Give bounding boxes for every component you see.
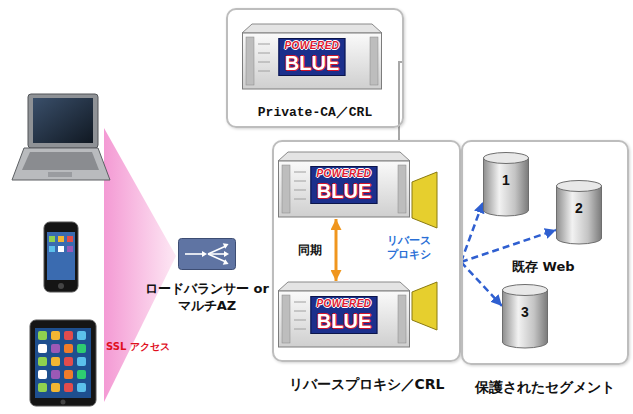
logo-text: BLUE: [285, 52, 339, 74]
logo-text: BLUE: [317, 310, 371, 332]
group-label: Private-CA／CRL: [228, 103, 402, 121]
server-group: POWEREDBLUE Private-CA／CRL: [226, 8, 404, 128]
web-server-cylinder: 2: [556, 180, 602, 244]
smartphone-icon: [44, 222, 78, 292]
product-logo: POWEREDBLUE: [278, 38, 345, 76]
network-segment: 123保護されたセグメント: [461, 140, 629, 365]
group-label: リバースプロキシ／CRL: [274, 376, 459, 394]
callout-number: 3: [502, 304, 548, 320]
logo-text: POWERED: [284, 40, 339, 52]
server-unit: POWEREDBLUE: [242, 24, 382, 90]
group-caption: 既存 Web: [510, 258, 577, 276]
web-server-cylinder: 3: [502, 284, 548, 348]
connector: [461, 202, 483, 262]
load-balancer: ロードバランサー or マルチAZ: [178, 238, 236, 270]
callout-number: 2: [556, 200, 602, 216]
logo-text: BLUE: [317, 180, 371, 202]
proxy-port: [412, 282, 437, 330]
server-unit: POWEREDBLUE: [278, 282, 410, 348]
callout-number: 1: [483, 172, 529, 188]
access-beam: [104, 128, 176, 402]
laptop-icon: [12, 94, 110, 180]
server-unit: POWEREDBLUE: [278, 152, 410, 218]
logo-text: POWERED: [316, 168, 371, 180]
product-logo: POWEREDBLUE: [310, 296, 377, 334]
function-label: リバース プロキシ: [380, 234, 438, 262]
group-label: 保護されたセグメント: [463, 379, 627, 397]
device-label: ロードバランサー or マルチAZ: [141, 280, 273, 314]
tablet-icon: [30, 320, 96, 406]
connector-label: 同期: [296, 242, 324, 259]
protocol-label: SSL アクセス: [106, 340, 170, 354]
web-server-cylinder: 1: [483, 152, 529, 216]
product-logo: POWEREDBLUE: [310, 166, 377, 204]
load-balancer-icon: [178, 238, 236, 270]
connector: [335, 219, 338, 281]
proxy-port: [412, 172, 437, 228]
connector: [461, 262, 502, 306]
logo-text: POWERED: [316, 298, 371, 310]
